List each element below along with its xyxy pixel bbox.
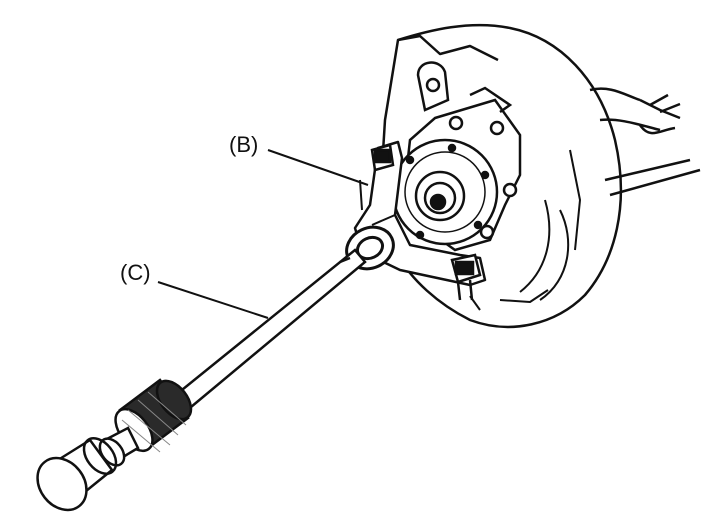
- hub-flange: [393, 140, 497, 244]
- callout-leaders: [158, 150, 368, 318]
- mount-ear: [418, 63, 448, 110]
- puller-bolts: [372, 145, 480, 300]
- leader-line-b: [268, 150, 368, 185]
- axle-shaft: [590, 89, 700, 195]
- callout-label-b: (B): [229, 132, 259, 157]
- callout-label-c: (C): [120, 260, 151, 285]
- slide-hammer-end-knob: [27, 432, 122, 519]
- leader-line-c: [158, 282, 268, 318]
- slide-hammer-shaft: [172, 250, 365, 412]
